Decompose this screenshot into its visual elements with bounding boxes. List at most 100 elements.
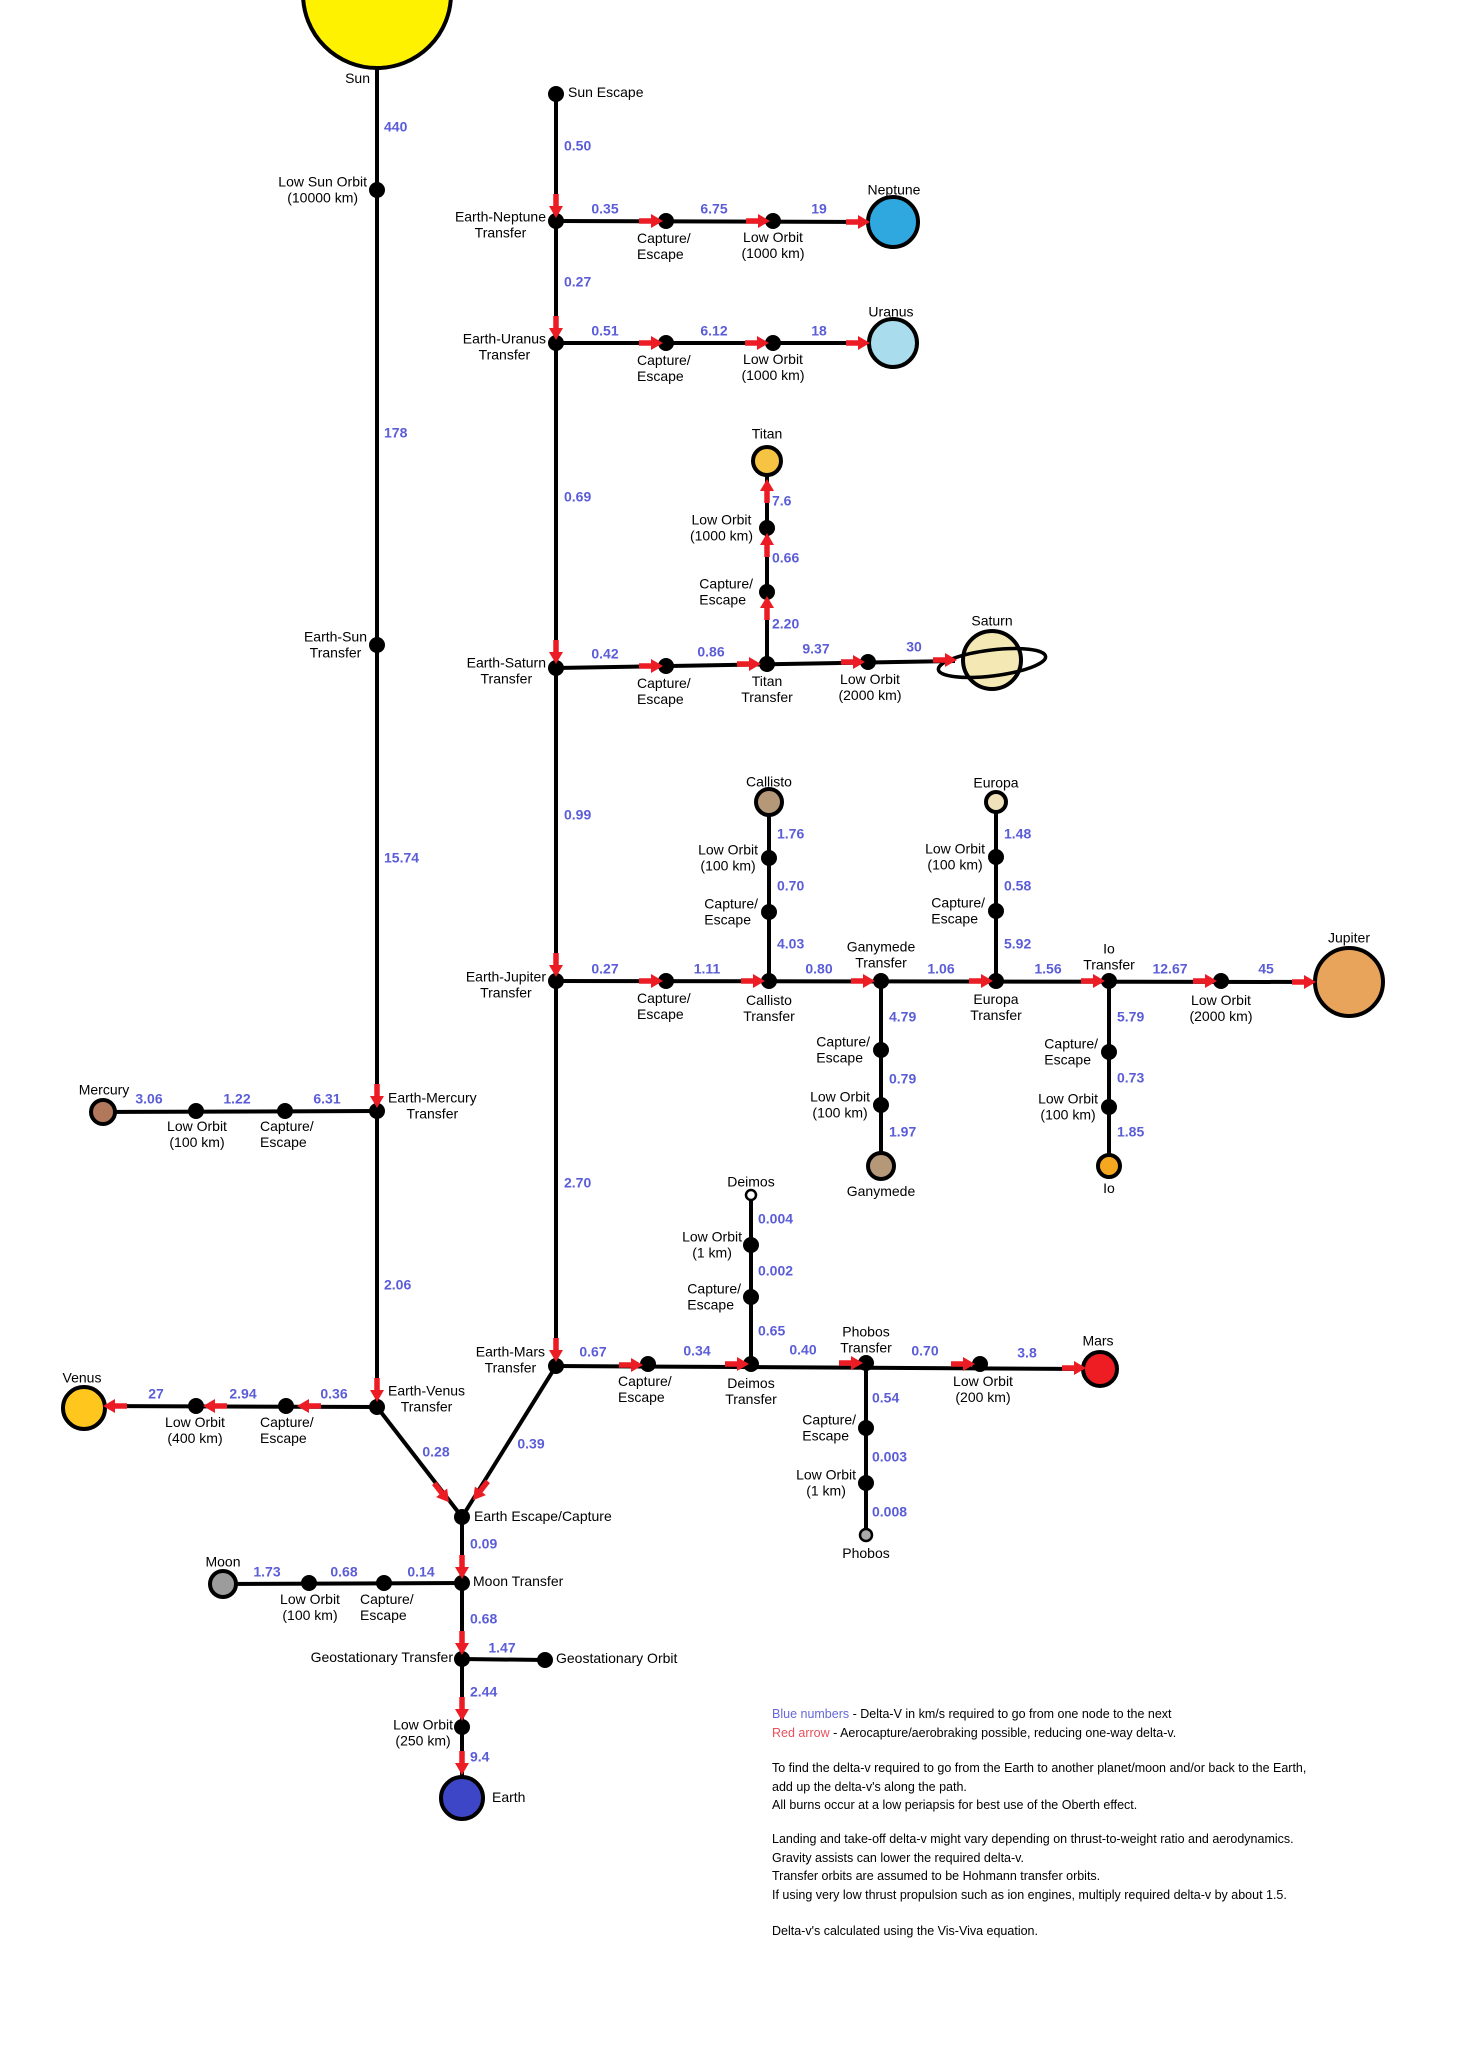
delta-v-value: 0.42 — [591, 645, 619, 662]
node-dot — [548, 86, 564, 102]
aerobrake-arrow-icon — [203, 1399, 227, 1413]
legend-line: Landing and take-off delta-v might vary … — [772, 1832, 1294, 1846]
aerobrake-arrow-icon — [1081, 974, 1105, 988]
label-jupiter: Jupiter — [1327, 929, 1371, 946]
delta-v-value: 12.67 — [1152, 960, 1188, 977]
jupiter-circle — [1313, 946, 1385, 1018]
aerobrake-arrow-icon — [549, 316, 563, 340]
edge-line — [555, 979, 1319, 984]
label-earth-mercury: Earth-Mercury Transfer — [388, 1089, 477, 1121]
delta-v-value: 1.22 — [223, 1090, 251, 1107]
aerobrake-arrow-icon — [760, 533, 774, 557]
label-deimos: Deimos Transfer — [725, 1375, 777, 1407]
label-capture: Capture/ Escape — [802, 1411, 856, 1443]
label-deimos: Deimos — [727, 1173, 775, 1190]
label-low-orbit: Low Orbit (1 km) — [796, 1466, 856, 1498]
europa-circle — [984, 790, 1008, 814]
aerobrake-arrow-icon — [639, 336, 663, 350]
label-earth-sun: Earth-Sun Transfer — [303, 628, 367, 660]
label-capture: Capture/ Escape — [1044, 1035, 1098, 1067]
label-low-orbit: Low Orbit (2000 km) — [1189, 992, 1253, 1024]
label-capture: Capture/ Escape — [931, 894, 985, 926]
node-dot — [873, 973, 889, 989]
aerobrake-arrow-icon — [455, 1751, 469, 1775]
aerobrake-arrow-icon — [370, 1378, 384, 1402]
aerobrake-arrow-icon — [639, 974, 663, 988]
edge-line — [461, 1657, 546, 1662]
delta-v-value: 0.35 — [591, 200, 619, 217]
label-titan: Titan Transfer — [741, 673, 793, 705]
node-dot — [188, 1398, 204, 1414]
label-earth-jupiter: Earth-Jupiter Transfer — [465, 968, 546, 1000]
node-dot — [548, 973, 564, 989]
node-dot — [860, 654, 876, 670]
delta-v-value: 19 — [811, 200, 827, 217]
node-dot — [548, 660, 564, 676]
legend-blue-term: Blue numbers — [772, 1707, 850, 1721]
node-dot — [188, 1103, 204, 1119]
label-capture: Capture/ Escape — [699, 575, 753, 607]
delta-v-value: 0.65 — [758, 1322, 786, 1339]
label-low-orbit: Low Orbit (1000 km) — [741, 229, 805, 261]
legend-red-term: Red arrow — [772, 1725, 830, 1740]
aerobrake-arrow-icon — [933, 653, 957, 667]
delta-v-value: 1.48 — [1004, 825, 1032, 842]
delta-v-value: 1.11 — [693, 960, 721, 977]
label-capture: Capture/ Escape — [637, 675, 691, 707]
label-europa: Europa — [973, 774, 1019, 791]
node-dot — [548, 1358, 564, 1374]
legend-howto-paragraph: To find the delta-v required to go from … — [772, 1759, 1464, 1815]
label-capture: Capture/ Escape — [687, 1280, 741, 1312]
node-dot — [1213, 973, 1229, 989]
delta-v-value: 5.79 — [1117, 1008, 1145, 1025]
delta-v-value: 2.20 — [772, 615, 800, 632]
label-low-orbit: Low Orbit (100 km) — [1038, 1090, 1098, 1122]
delta-v-value: 3.06 — [135, 1090, 163, 1107]
node-dot — [759, 656, 775, 672]
label-low-orbit: Low Orbit (250 km) — [393, 1716, 453, 1748]
node-dot — [743, 1289, 759, 1305]
legend-equation-paragraph: Delta-v's calculated using the Vis-Viva … — [772, 1922, 1464, 1941]
delta-v-value: 0.80 — [805, 960, 833, 977]
neptune-circle — [866, 195, 920, 249]
delta-v-value: 9.4 — [470, 1748, 490, 1765]
legend-key-paragraph: Blue numbers - Delta-V in km/s required … — [772, 1705, 1464, 1742]
ganymede-circle — [866, 1151, 896, 1181]
node-dot — [658, 335, 674, 351]
label-moon: Moon — [205, 1553, 241, 1570]
label-phobos: Phobos Transfer — [840, 1323, 892, 1356]
legend-line: Gravity assists can lower the required d… — [772, 1850, 1024, 1865]
label-uranus: Uranus — [868, 303, 914, 320]
label-low-orbit: Low Orbit (2000 km) — [838, 671, 902, 703]
edge-line — [102, 1109, 378, 1114]
node-dot — [369, 1399, 385, 1415]
label-neptune: Neptune — [867, 181, 921, 198]
aerobrake-arrow-icon — [839, 1356, 863, 1370]
delta-v-value: 6.31 — [313, 1090, 341, 1107]
node-dot — [454, 1575, 470, 1591]
aerobrake-arrow-icon — [841, 655, 865, 669]
delta-v-value: 1.97 — [889, 1123, 917, 1140]
io-circle — [1096, 1153, 1122, 1179]
node-dot — [761, 973, 777, 989]
node-dot — [988, 903, 1004, 919]
delta-v-value: 4.79 — [889, 1008, 917, 1025]
node-dot — [658, 658, 674, 674]
legend-blue-desc: - Delta-V in km/s required to go from on… — [849, 1707, 1172, 1721]
delta-v-value: 0.99 — [564, 806, 592, 823]
aerobrake-arrow-icon — [549, 953, 563, 977]
label-venus: Venus — [62, 1369, 102, 1386]
label-capture: Capture/ Escape — [260, 1118, 314, 1150]
legend-line: add up the delta-v's along the path. — [772, 1779, 967, 1794]
delta-v-value: 9.37 — [802, 640, 830, 657]
delta-v-value: 45 — [1258, 960, 1274, 977]
earth-circle — [439, 1775, 485, 1821]
delta-v-value: 0.70 — [911, 1342, 939, 1359]
label-io: Io — [1103, 1180, 1115, 1196]
delta-v-value: 5.92 — [1004, 935, 1032, 952]
aerobrake-arrow-icon — [1193, 974, 1217, 988]
label-mars: Mars — [1082, 1332, 1114, 1349]
node-dot — [765, 335, 781, 351]
delta-v-value: 0.58 — [1004, 877, 1032, 894]
node-dot — [1101, 1044, 1117, 1060]
